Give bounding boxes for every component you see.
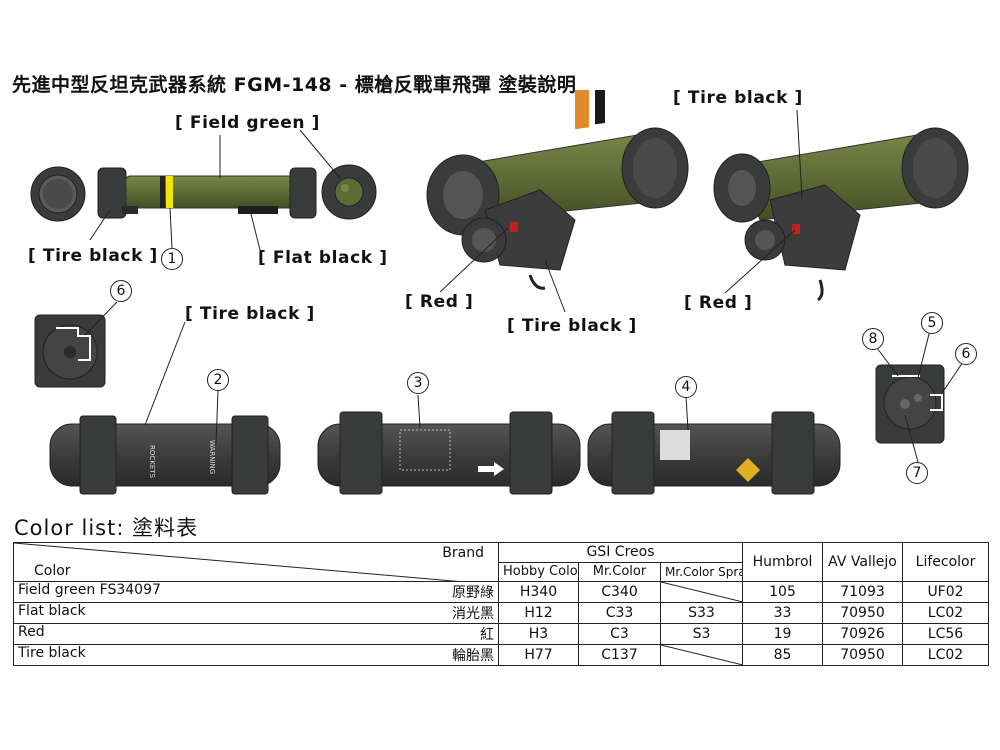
- part-number-1: 1: [161, 248, 183, 270]
- tube-rockets-text: ROCKETS: [148, 445, 156, 479]
- tube-view-2: ROCKETS WARNING: [49, 415, 281, 495]
- header-hobby-color: Hobby Color: [498, 561, 579, 582]
- header-mr-color: Mr.Color: [578, 561, 661, 582]
- rear-cap-view: [321, 164, 377, 220]
- cell-hobby: H340: [498, 581, 579, 603]
- header-brand-color-cell: Brand Color: [13, 542, 499, 582]
- cell-humbrol: 105: [742, 581, 823, 603]
- header-gsi-creos: GSI Creos: [498, 542, 743, 563]
- cell-lifecolor: LC56: [902, 623, 989, 645]
- iso-view-left: [426, 90, 689, 290]
- cell-mrcolor: C340: [578, 581, 661, 603]
- label-red-right: [ Red ]: [684, 293, 753, 313]
- cell-lifecolor: LC02: [902, 644, 989, 666]
- label-tire-black-mid: [ Tire black ]: [507, 316, 637, 336]
- side-view-launcher: [97, 167, 317, 219]
- page-title: 先進中型反坦克武器系統 FGM-148 - 標槍反戰車飛彈 塗裝說明: [12, 74, 577, 96]
- label-red-left: [ Red ]: [405, 292, 474, 312]
- front-cap-view: [30, 166, 86, 222]
- color-table: Brand Color GSI Creos Humbrol AV Vallejo…: [13, 542, 989, 666]
- label-flat-black: [ Flat black ]: [258, 248, 388, 268]
- cell-spray-empty: [660, 644, 743, 666]
- cell-hobby: H77: [498, 644, 579, 666]
- part-number-3: 3: [407, 372, 429, 394]
- header-mr-color-spray: Mr.Color Spray: [660, 561, 743, 582]
- tube-view-3: [317, 411, 581, 495]
- cell-lifecolor: LC02: [902, 602, 989, 624]
- cell-hobby: H12: [498, 602, 579, 624]
- label-tire-black-top: [ Tire black ]: [673, 88, 803, 108]
- part-number-8: 8: [862, 328, 884, 350]
- instruction-diagrams: ROCKETS WARNING: [30, 90, 969, 495]
- cell-vallejo: 70950: [822, 602, 903, 624]
- header-lifecolor: Lifecolor: [902, 542, 989, 582]
- cell-vallejo: 70926: [822, 623, 903, 645]
- cell-spray-empty: [660, 581, 743, 603]
- cell-vallejo: 71093: [822, 581, 903, 603]
- label-tire-black-left: [ Tire black ]: [28, 246, 158, 266]
- label-tire-black-tube: [ Tire black ]: [185, 304, 315, 324]
- cell-spray: S33: [660, 602, 743, 624]
- cell-humbrol: 85: [742, 644, 823, 666]
- part-number-7: 7: [906, 462, 928, 484]
- cell-mrcolor: C137: [578, 644, 661, 666]
- header-vallejo: AV Vallejo: [822, 542, 903, 582]
- cell-hobby: H3: [498, 623, 579, 645]
- cell-mrcolor: C33: [578, 602, 661, 624]
- part-number-5: 5: [921, 312, 943, 334]
- part-number-4: 4: [675, 376, 697, 398]
- cell-lifecolor: UF02: [902, 581, 989, 603]
- part-number-6: 6: [110, 280, 132, 302]
- cell-spray: S3: [660, 623, 743, 645]
- cell-mrcolor: C3: [578, 623, 661, 645]
- part-number-6-detail: 6: [955, 343, 977, 365]
- header-brand: Brand: [442, 545, 484, 561]
- part-number-2: 2: [207, 369, 229, 391]
- tube-view-4: [587, 411, 841, 495]
- label-field-green: [ Field green ]: [175, 113, 320, 133]
- cell-vallejo: 70950: [822, 644, 903, 666]
- color-list-title: Color list: 塗料表: [14, 516, 199, 540]
- end-detail-view: [875, 364, 945, 444]
- cell-humbrol: 33: [742, 602, 823, 624]
- cell-humbrol: 19: [742, 623, 823, 645]
- iso-view-right: [713, 127, 969, 302]
- header-humbrol: Humbrol: [742, 542, 823, 582]
- header-color: Color: [34, 563, 71, 579]
- tube-warning-text: WARNING: [208, 440, 216, 474]
